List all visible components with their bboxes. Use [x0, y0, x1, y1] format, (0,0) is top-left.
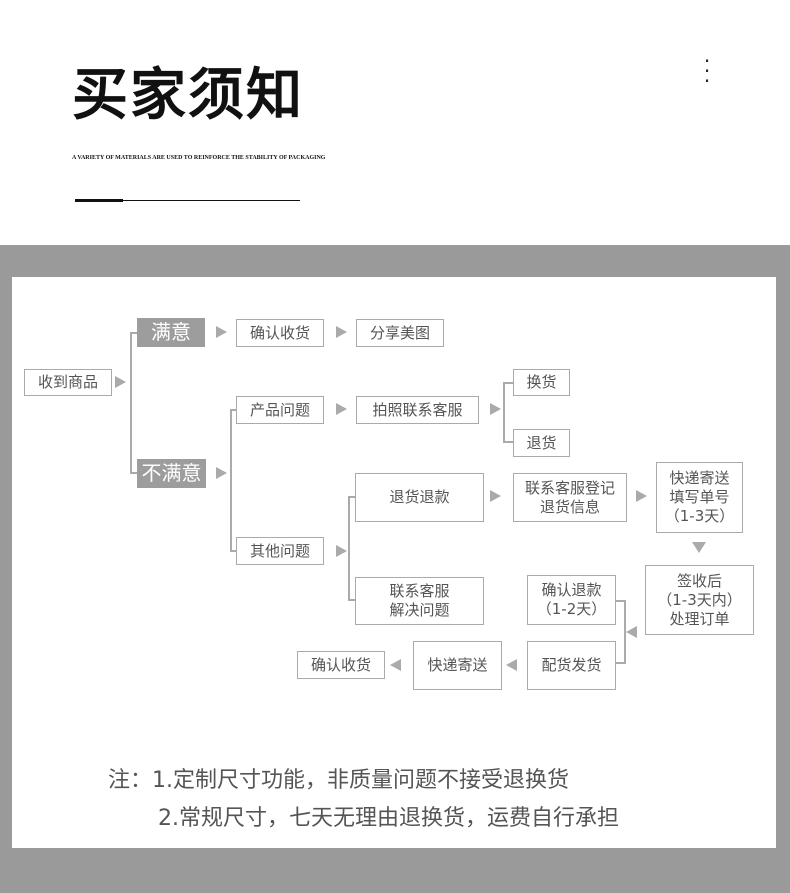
node-unsatisfied: 不满意 — [137, 459, 206, 488]
node-express-send: 快递寄送 — [413, 641, 502, 690]
arrow-right-icon — [636, 490, 647, 502]
text-line: 联系客服登记 — [524, 478, 615, 497]
node-ship-back: 快递寄送 填写单号 （1-3天） — [656, 462, 743, 533]
arrow-down-icon — [692, 542, 706, 553]
connector — [130, 472, 137, 474]
text-line: 确认退款 — [541, 581, 602, 599]
subtitle: A VARIETY OF MATERIALS ARE USED TO REINF… — [72, 155, 326, 161]
connector — [230, 550, 236, 552]
arrow-right-icon — [336, 326, 347, 338]
node-product-issue: 产品问题 — [236, 396, 324, 424]
arrow-right-icon — [216, 326, 227, 338]
note-line-2: 2.常规尺寸，七天无理由退换货，运费自行承担 — [158, 806, 619, 831]
node-exchange: 换货 — [513, 369, 570, 396]
arrow-right-icon — [490, 403, 501, 415]
text-line: 联系客服 — [389, 582, 450, 600]
connector — [615, 600, 625, 602]
connector — [348, 496, 355, 498]
node-confirm-receipt-final: 确认收货 — [297, 651, 385, 679]
connector — [503, 382, 505, 443]
arrow-right-icon — [336, 545, 347, 557]
connector — [615, 662, 625, 664]
text-line: （1-3天） — [664, 507, 735, 525]
page-title: 买家须知 — [72, 62, 304, 128]
node-return: 退货 — [513, 429, 570, 457]
node-confirm-receipt: 确认收货 — [236, 319, 324, 347]
node-satisfied: 满意 — [137, 318, 205, 347]
text-line: 解决问题 — [389, 601, 450, 619]
text-line: （1-3天内） — [657, 590, 742, 609]
connector — [130, 332, 132, 474]
node-share-photos: 分享美图 — [356, 319, 444, 347]
node-other-issue: 其他问题 — [236, 537, 324, 565]
text-line: （1-2天） — [536, 600, 607, 618]
connector — [503, 441, 513, 443]
arrow-right-icon — [115, 376, 126, 388]
arrow-right-icon — [216, 467, 227, 479]
flowchart-panel — [12, 277, 776, 848]
connector — [348, 599, 355, 601]
divider-accent — [75, 199, 123, 202]
text-line: 快递寄送 — [669, 469, 730, 487]
arrow-right-icon — [490, 490, 501, 502]
node-prepare-ship: 配货发货 — [527, 641, 616, 690]
arrow-left-icon — [390, 659, 401, 671]
arrow-right-icon — [336, 403, 347, 415]
node-confirm-refund: 确认退款 （1-2天） — [527, 575, 616, 625]
node-photo-contact: 拍照联系客服 — [356, 396, 479, 424]
connector — [130, 332, 137, 334]
node-contact-resolve: 联系客服 解决问题 — [355, 577, 484, 625]
text-line: 处理订单 — [669, 609, 730, 628]
connector — [624, 600, 626, 664]
text-line: 退货信息 — [539, 497, 600, 516]
node-sign-process: 签收后 （1-3天内） 处理订单 — [645, 565, 754, 635]
note-line-1: 注：1.定制尺寸功能，非质量问题不接受退换货 — [108, 768, 569, 793]
connector — [230, 409, 236, 411]
node-received: 收到商品 — [24, 369, 112, 396]
text-line: 签收后 — [676, 571, 722, 590]
arrow-left-icon — [626, 626, 637, 638]
divider — [75, 200, 300, 201]
connector — [230, 409, 232, 552]
node-register-return: 联系客服登记 退货信息 — [513, 473, 627, 522]
more-vertical-icon[interactable]: ··· — [703, 49, 711, 93]
connector — [348, 496, 350, 601]
text-line: 填写单号 — [669, 488, 730, 506]
arrow-left-icon — [506, 659, 517, 671]
connector — [503, 382, 513, 384]
node-return-refund: 退货退款 — [355, 473, 484, 522]
